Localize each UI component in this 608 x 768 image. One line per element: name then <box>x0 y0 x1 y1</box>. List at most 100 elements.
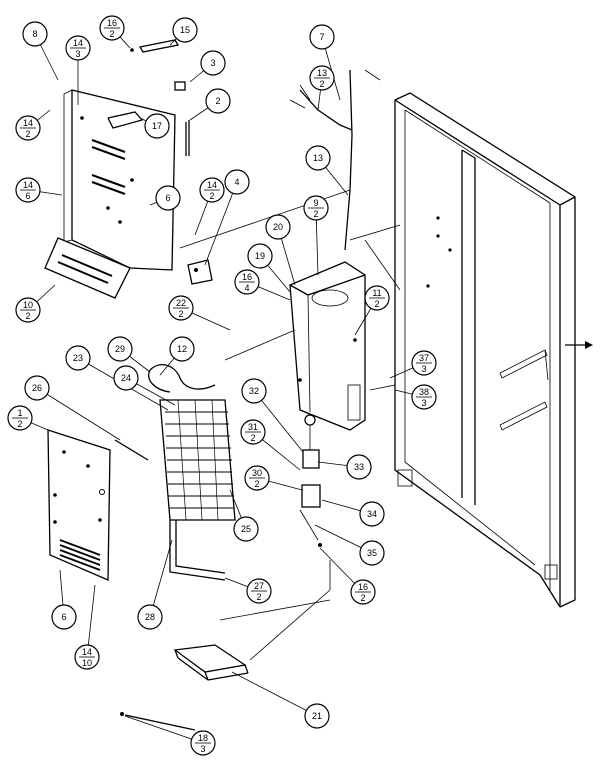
callout-circle <box>359 501 385 527</box>
callout-circle <box>172 17 198 43</box>
callout-part-number: 30 <box>252 468 262 478</box>
callout-27-2: 272 <box>224 577 272 604</box>
callout-30-2: 302 <box>244 465 303 491</box>
callout-leader <box>204 181 238 266</box>
callout-10-2: 102 <box>15 284 56 323</box>
callout-part-number: 13 <box>313 153 323 163</box>
callout-circle <box>205 88 231 114</box>
callout-quantity: 2 <box>250 433 255 443</box>
callout-29: 29 <box>107 336 151 373</box>
callout-part-number: 14 <box>82 647 92 657</box>
callout-part-number: 27 <box>254 581 264 591</box>
callout-part-number: 9 <box>313 198 318 208</box>
callout-part-number: 8 <box>32 29 37 39</box>
callout-part-number: 34 <box>367 509 377 519</box>
callout-part-number: 15 <box>180 25 190 35</box>
callout-part-number: 10 <box>23 300 33 310</box>
callout-8: 8 <box>22 21 59 81</box>
callout-quantity: 3 <box>75 49 80 59</box>
callout-quantity: 4 <box>244 283 249 293</box>
callout-circle <box>247 243 273 269</box>
callout-circle <box>305 145 331 171</box>
callout-26: 26 <box>24 375 121 441</box>
callout-16-4: 164 <box>234 269 291 301</box>
wiring-harness <box>289 69 381 251</box>
callout-part-number: 19 <box>255 251 265 261</box>
callout-circle <box>22 21 48 47</box>
callout-leader <box>124 715 204 744</box>
callout-circle <box>51 604 77 630</box>
callout-25: 25 <box>229 489 259 542</box>
callout-21: 21 <box>231 671 330 729</box>
callout-16-2a: 162 <box>99 15 131 49</box>
callout-part-number: 21 <box>312 711 322 721</box>
callout-leader <box>149 539 173 618</box>
callout-quantity: 2 <box>25 311 30 321</box>
callout-part-number: 20 <box>273 222 283 232</box>
drain-pan <box>173 644 249 681</box>
evaporator-coil <box>148 364 236 581</box>
callout-part-number: 2 <box>215 96 220 106</box>
callout-circle <box>309 24 335 50</box>
defrost-control-parts <box>299 414 322 547</box>
callout-34: 34 <box>321 499 385 527</box>
callout-9-2: 92 <box>303 195 329 276</box>
callout-20: 20 <box>265 214 296 286</box>
callout-31-2: 312 <box>240 419 301 471</box>
part-15-bar <box>138 39 180 53</box>
callout-part-number: 37 <box>419 353 429 363</box>
callout-part-number: 4 <box>234 177 239 187</box>
callout-quantity: 10 <box>82 658 92 668</box>
callout-circle <box>224 169 250 195</box>
callout-quantity: 2 <box>256 592 261 602</box>
callout-quantity: 2 <box>374 299 379 309</box>
callout-part-number: 24 <box>121 373 131 383</box>
callout-28: 28 <box>137 539 173 630</box>
callout-14-6: 146 <box>15 177 63 203</box>
fan-shroud <box>289 261 366 431</box>
callout-quantity: 2 <box>313 209 318 219</box>
callout-37-3: 373 <box>389 350 437 379</box>
callout-circle <box>107 336 133 362</box>
callout-part-number: 14 <box>23 118 33 128</box>
callout-part-number: 28 <box>145 612 155 622</box>
callout-part-number: 14 <box>23 180 33 190</box>
callout-15: 15 <box>169 17 198 46</box>
part-4-bracket <box>187 259 213 285</box>
callout-part-number: 12 <box>177 344 187 354</box>
callout-13: 13 <box>305 145 349 196</box>
callout-14-3: 143 <box>65 35 91 105</box>
callout-circle <box>233 516 259 542</box>
callout-part-number: 33 <box>354 462 364 472</box>
callout-7: 7 <box>309 24 341 101</box>
evaporator-cover-lower <box>47 429 149 581</box>
callout-circle <box>65 345 91 371</box>
callout-part-number: 25 <box>241 524 251 534</box>
cabinet-frame <box>394 92 593 608</box>
callout-12: 12 <box>159 336 195 376</box>
callout-circle <box>144 113 170 139</box>
callout-part-number: 22 <box>176 298 186 308</box>
callout-leader <box>36 387 121 441</box>
callout-quantity: 2 <box>254 479 259 489</box>
callout-part-number: 29 <box>115 344 125 354</box>
callout-circle <box>359 540 385 566</box>
callout-3: 3 <box>189 50 226 83</box>
callout-part-number: 26 <box>32 383 42 393</box>
callout-part-number: 17 <box>152 121 162 131</box>
callout-circle <box>346 454 372 480</box>
callout-quantity: 3 <box>421 398 426 408</box>
callout-quantity: 2 <box>178 309 183 319</box>
callout-circle <box>265 214 291 240</box>
callout-part-number: 14 <box>207 180 217 190</box>
callout-19: 19 <box>247 243 291 293</box>
callout-part-number: 23 <box>73 353 83 363</box>
callout-part-number: 16 <box>358 582 368 592</box>
callout-circle <box>241 378 267 404</box>
callout-part-number: 6 <box>165 193 170 203</box>
callout-33: 33 <box>317 454 372 480</box>
callout-14-2a: 142 <box>15 109 51 141</box>
